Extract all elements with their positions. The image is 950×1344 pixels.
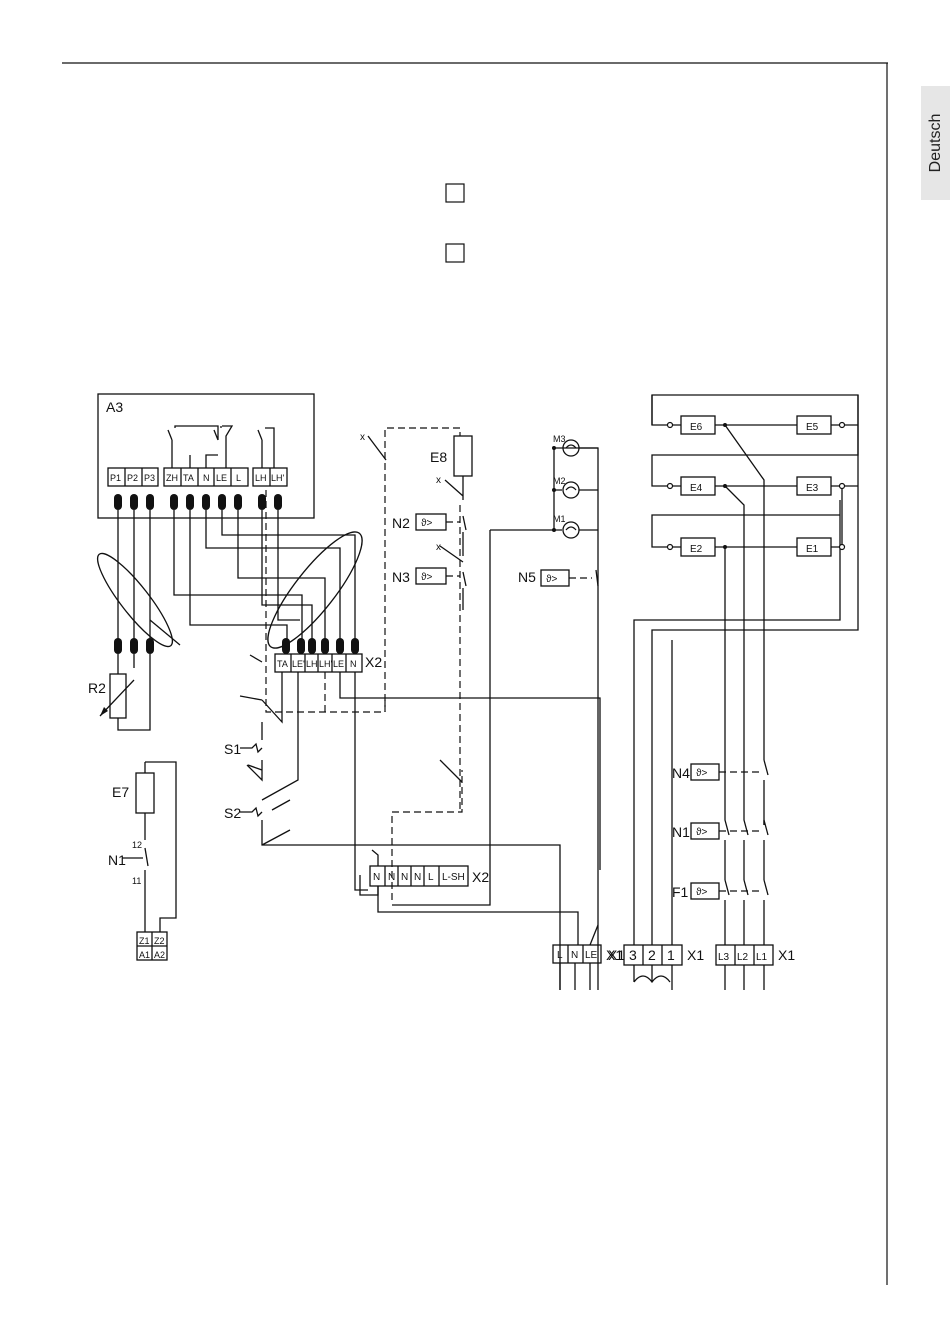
x2l-term-n4: N bbox=[414, 872, 421, 883]
label-n5: N5 bbox=[518, 569, 536, 585]
x2u-term-lh-prime: LH' bbox=[319, 659, 333, 669]
x1c-prefix: X1 bbox=[608, 947, 625, 963]
x2l-term-lsh: L-SH bbox=[442, 872, 465, 883]
checkbox-1[interactable] bbox=[446, 184, 464, 202]
x1p-term-l3: L3 bbox=[718, 952, 730, 963]
n5-symbol: ϑ> bbox=[546, 574, 557, 585]
label-s1: S1 bbox=[224, 741, 241, 757]
label-m1: M1 bbox=[553, 514, 566, 524]
a3-term-lh-prime: LH' bbox=[271, 473, 285, 483]
x1c-suffix: X1 bbox=[687, 947, 704, 963]
a3-term-zh: ZH bbox=[166, 473, 178, 483]
label-n1-left: N1 bbox=[108, 852, 126, 868]
x1-power-strip: L3 L2 L1 X1 bbox=[716, 945, 795, 990]
x1m-term-le: LE bbox=[585, 950, 598, 961]
x2u-term-le-prime: LE' bbox=[292, 659, 305, 669]
x1p-term-l2: L2 bbox=[737, 952, 749, 963]
label-a3: A3 bbox=[106, 399, 123, 415]
cross-mark-2: x bbox=[436, 475, 441, 486]
label-r2: R2 bbox=[88, 680, 106, 696]
label-e2: E2 bbox=[690, 544, 703, 555]
label-f1: F1 bbox=[672, 884, 689, 900]
x2l-term-n3: N bbox=[401, 872, 408, 883]
x2l-term-n1: N bbox=[373, 872, 380, 883]
a3-term-p3: P3 bbox=[144, 473, 155, 483]
e7-term-z1: Z1 bbox=[139, 936, 150, 946]
a3-term-n: N bbox=[203, 473, 210, 483]
a3-term-le: LE bbox=[216, 473, 227, 483]
x2u-term-ta: TA bbox=[277, 659, 288, 669]
a3-term-lh: LH bbox=[255, 473, 267, 483]
label-m3: M3 bbox=[553, 434, 566, 444]
potentiometer-r2: R2 bbox=[88, 510, 182, 730]
x1c-term-3: 3 bbox=[629, 947, 637, 963]
x1c-term-2: 2 bbox=[648, 947, 656, 963]
n3-symbol: ϑ> bbox=[421, 572, 432, 583]
label-e5: E5 bbox=[806, 422, 819, 433]
label-e1: E1 bbox=[806, 544, 819, 555]
label-n3: N3 bbox=[392, 569, 410, 585]
label-e8: E8 bbox=[430, 449, 447, 465]
heater-e7-circuit: E7 N1 12 11 Z1 Z2 A1 A2 bbox=[108, 762, 176, 960]
x2u-term-le: LE bbox=[333, 659, 344, 669]
label-m2: M2 bbox=[553, 476, 566, 486]
x2l-term-l: L bbox=[428, 872, 434, 883]
x1m-term-l: L bbox=[557, 950, 563, 961]
x1-ctrl-strip: 3 2 1 X1 X1 bbox=[608, 395, 858, 990]
e8-column: x E8 x ϑ> N2 x ϑ> N3 bbox=[360, 432, 472, 782]
x1m-term-n: N bbox=[571, 950, 578, 961]
a3-term-l: L bbox=[236, 473, 241, 483]
x2u-term-lh: LH bbox=[306, 659, 318, 669]
controller-a3: A3 P1 P2 P3 ZH TA N LE L LH LH' bbox=[98, 394, 314, 518]
cross-mark-3: x bbox=[436, 542, 441, 553]
heater-elements: E6 E5 E4 E3 E2 E1 bbox=[652, 395, 858, 800]
x2-upper-strip: TA LE' LH LH' LE N X2 bbox=[275, 638, 382, 672]
a3-term-ta: TA bbox=[183, 473, 194, 483]
label-s2: S2 bbox=[224, 805, 241, 821]
e7-term-a2: A2 bbox=[154, 950, 165, 960]
label-e3: E3 bbox=[806, 483, 819, 494]
label-e4: E4 bbox=[690, 483, 703, 494]
a3-term-p1: P1 bbox=[110, 473, 121, 483]
x1c-term-1: 1 bbox=[667, 947, 675, 963]
e7-contact-bottom: 11 bbox=[132, 876, 141, 886]
checkbox-2[interactable] bbox=[446, 244, 464, 262]
e7-term-a1: A1 bbox=[139, 950, 150, 960]
label-n2: N2 bbox=[392, 515, 410, 531]
x2l-name: X2 bbox=[472, 869, 489, 885]
a3-terminal-strip: P1 P2 P3 ZH TA N LE L LH LH' bbox=[108, 468, 287, 486]
x2l-term-n2: N bbox=[388, 872, 395, 883]
x1p-name: X1 bbox=[778, 947, 795, 963]
n1r-symbol: ϑ> bbox=[696, 827, 707, 838]
e7-term-z2: Z2 bbox=[154, 936, 165, 946]
a3-pins bbox=[114, 494, 282, 510]
a3-term-p2: P2 bbox=[127, 473, 138, 483]
f1-symbol: ϑ> bbox=[696, 887, 707, 898]
label-n4: N4 bbox=[672, 765, 690, 781]
n4-symbol: ϑ> bbox=[696, 768, 707, 779]
label-n1-right: N1 bbox=[672, 824, 690, 840]
protection-devices: ϑ> N4 ϑ> N1 ϑ> F1 bbox=[672, 760, 768, 945]
e7-contact-top: 12 bbox=[132, 840, 142, 850]
label-e7: E7 bbox=[112, 784, 129, 800]
x1p-term-l1: L1 bbox=[756, 952, 768, 963]
label-e6: E6 bbox=[690, 422, 703, 433]
n2-symbol: ϑ> bbox=[421, 518, 432, 529]
cross-mark-1: x bbox=[360, 432, 365, 443]
x2u-name: X2 bbox=[365, 654, 382, 670]
x2u-term-n: N bbox=[350, 659, 357, 669]
x2-lower-strip: N N N N L L-SH X2 bbox=[340, 672, 600, 945]
